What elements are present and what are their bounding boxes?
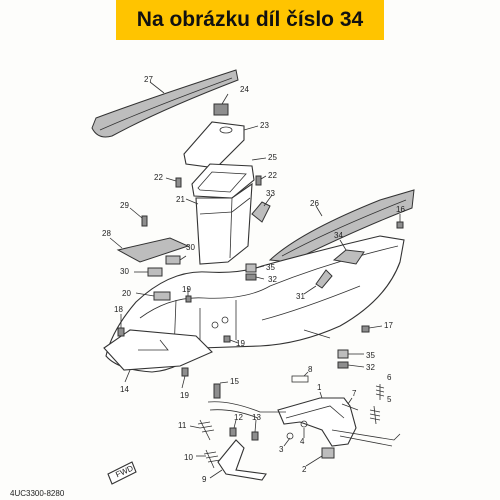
- part-25-gasket: [191, 157, 267, 199]
- banner-text: Na obrázku díl číslo 34: [136, 8, 364, 31]
- part-33-bracket: [251, 194, 273, 223]
- part-label-32: 32: [268, 275, 277, 284]
- part-3-4-collars: [283, 420, 308, 447]
- part-label-16: 16: [396, 205, 405, 214]
- part-label-19-3: 19: [180, 391, 189, 400]
- part-30-pads: [134, 255, 187, 277]
- part-17-fastener: [361, 325, 383, 333]
- part-2-bushing: [305, 447, 335, 467]
- part-18-bolt: [117, 314, 125, 337]
- part-number-banner: Na obrázku díl číslo 34: [116, 0, 384, 40]
- part-27-top-cover: [91, 69, 239, 138]
- part-1-main-stand: [277, 391, 401, 447]
- part-34-step-pad: [332, 239, 365, 265]
- part-label-29: 29: [120, 201, 129, 210]
- part-label-17: 17: [384, 321, 393, 330]
- part-31-pad: [303, 269, 333, 295]
- part-20-pad: [135, 291, 171, 301]
- part-label-21: 21: [176, 195, 185, 204]
- part-label-23: 23: [260, 121, 269, 130]
- part-23-lid: [183, 121, 259, 169]
- part-label-22-2: 22: [268, 171, 277, 180]
- part-label-2: 2: [302, 465, 307, 474]
- part-7-shaft: [341, 397, 359, 411]
- part-28-panel: [109, 237, 190, 263]
- part-19-fasteners: [181, 288, 239, 389]
- part-label-10: 10: [184, 453, 193, 462]
- part-label-19-2: 19: [236, 339, 245, 348]
- part-10-spring: [196, 449, 221, 469]
- part-label-31: 31: [296, 292, 305, 301]
- part-label-6: 6: [387, 373, 392, 382]
- part-21-storage-box: [185, 182, 253, 265]
- part-label-26: 26: [310, 199, 319, 208]
- part-label-13: 13: [252, 413, 261, 422]
- part-label-35: 35: [266, 263, 275, 272]
- part-label-11: 11: [178, 421, 187, 430]
- diagram-code: 4UC3300-8280: [10, 489, 65, 498]
- part-label-33: 33: [266, 189, 275, 198]
- part-11-spring: [189, 419, 215, 441]
- part-label-4: 4: [300, 437, 305, 446]
- part-label-9: 9: [202, 475, 207, 484]
- part-29-screw: [129, 207, 148, 227]
- stand-bracket: [207, 401, 286, 419]
- part-label-28: 28: [102, 229, 111, 238]
- part-6-5-springs: [369, 384, 385, 425]
- part-label-30-2: 30: [120, 267, 129, 276]
- part-35-32-nuts-upper: [245, 263, 265, 281]
- part-label-1: 1: [317, 383, 322, 392]
- part-35-32-nuts-lower: [337, 349, 365, 369]
- part-label-19: 19: [182, 285, 191, 294]
- part-label-22: 22: [154, 173, 163, 182]
- part-label-32-2: 32: [366, 363, 375, 372]
- part-label-24: 24: [240, 85, 249, 94]
- part-label-7: 7: [352, 389, 357, 398]
- part-label-30: 30: [186, 243, 195, 252]
- part-9-side-stand: [209, 439, 267, 481]
- part-label-34: 34: [334, 231, 343, 240]
- part-label-8: 8: [308, 365, 313, 374]
- part-12-bolt: [229, 419, 237, 437]
- part-14-floor: [103, 329, 213, 383]
- part-16-bolt: [396, 214, 404, 229]
- part-label-5: 5: [387, 395, 392, 404]
- part-label-15: 15: [230, 377, 239, 386]
- part-8-pin: [291, 371, 309, 383]
- part-22-screws: [165, 175, 267, 188]
- part-label-25: 25: [268, 153, 277, 162]
- part-label-27: 27: [144, 75, 153, 84]
- part-label-14: 14: [120, 385, 129, 394]
- part-15-bolt: [213, 381, 229, 399]
- part-label-3: 3: [279, 445, 284, 454]
- part-label-12: 12: [234, 413, 243, 422]
- part-label-18: 18: [114, 305, 123, 314]
- part-label-20: 20: [122, 289, 131, 298]
- part-26-side-cover: [268, 189, 415, 263]
- part-24-clip: [213, 93, 229, 116]
- front-direction-marker: FWD: [107, 461, 137, 485]
- part-label-35-2: 35: [366, 351, 375, 360]
- part-13-nut: [251, 419, 259, 441]
